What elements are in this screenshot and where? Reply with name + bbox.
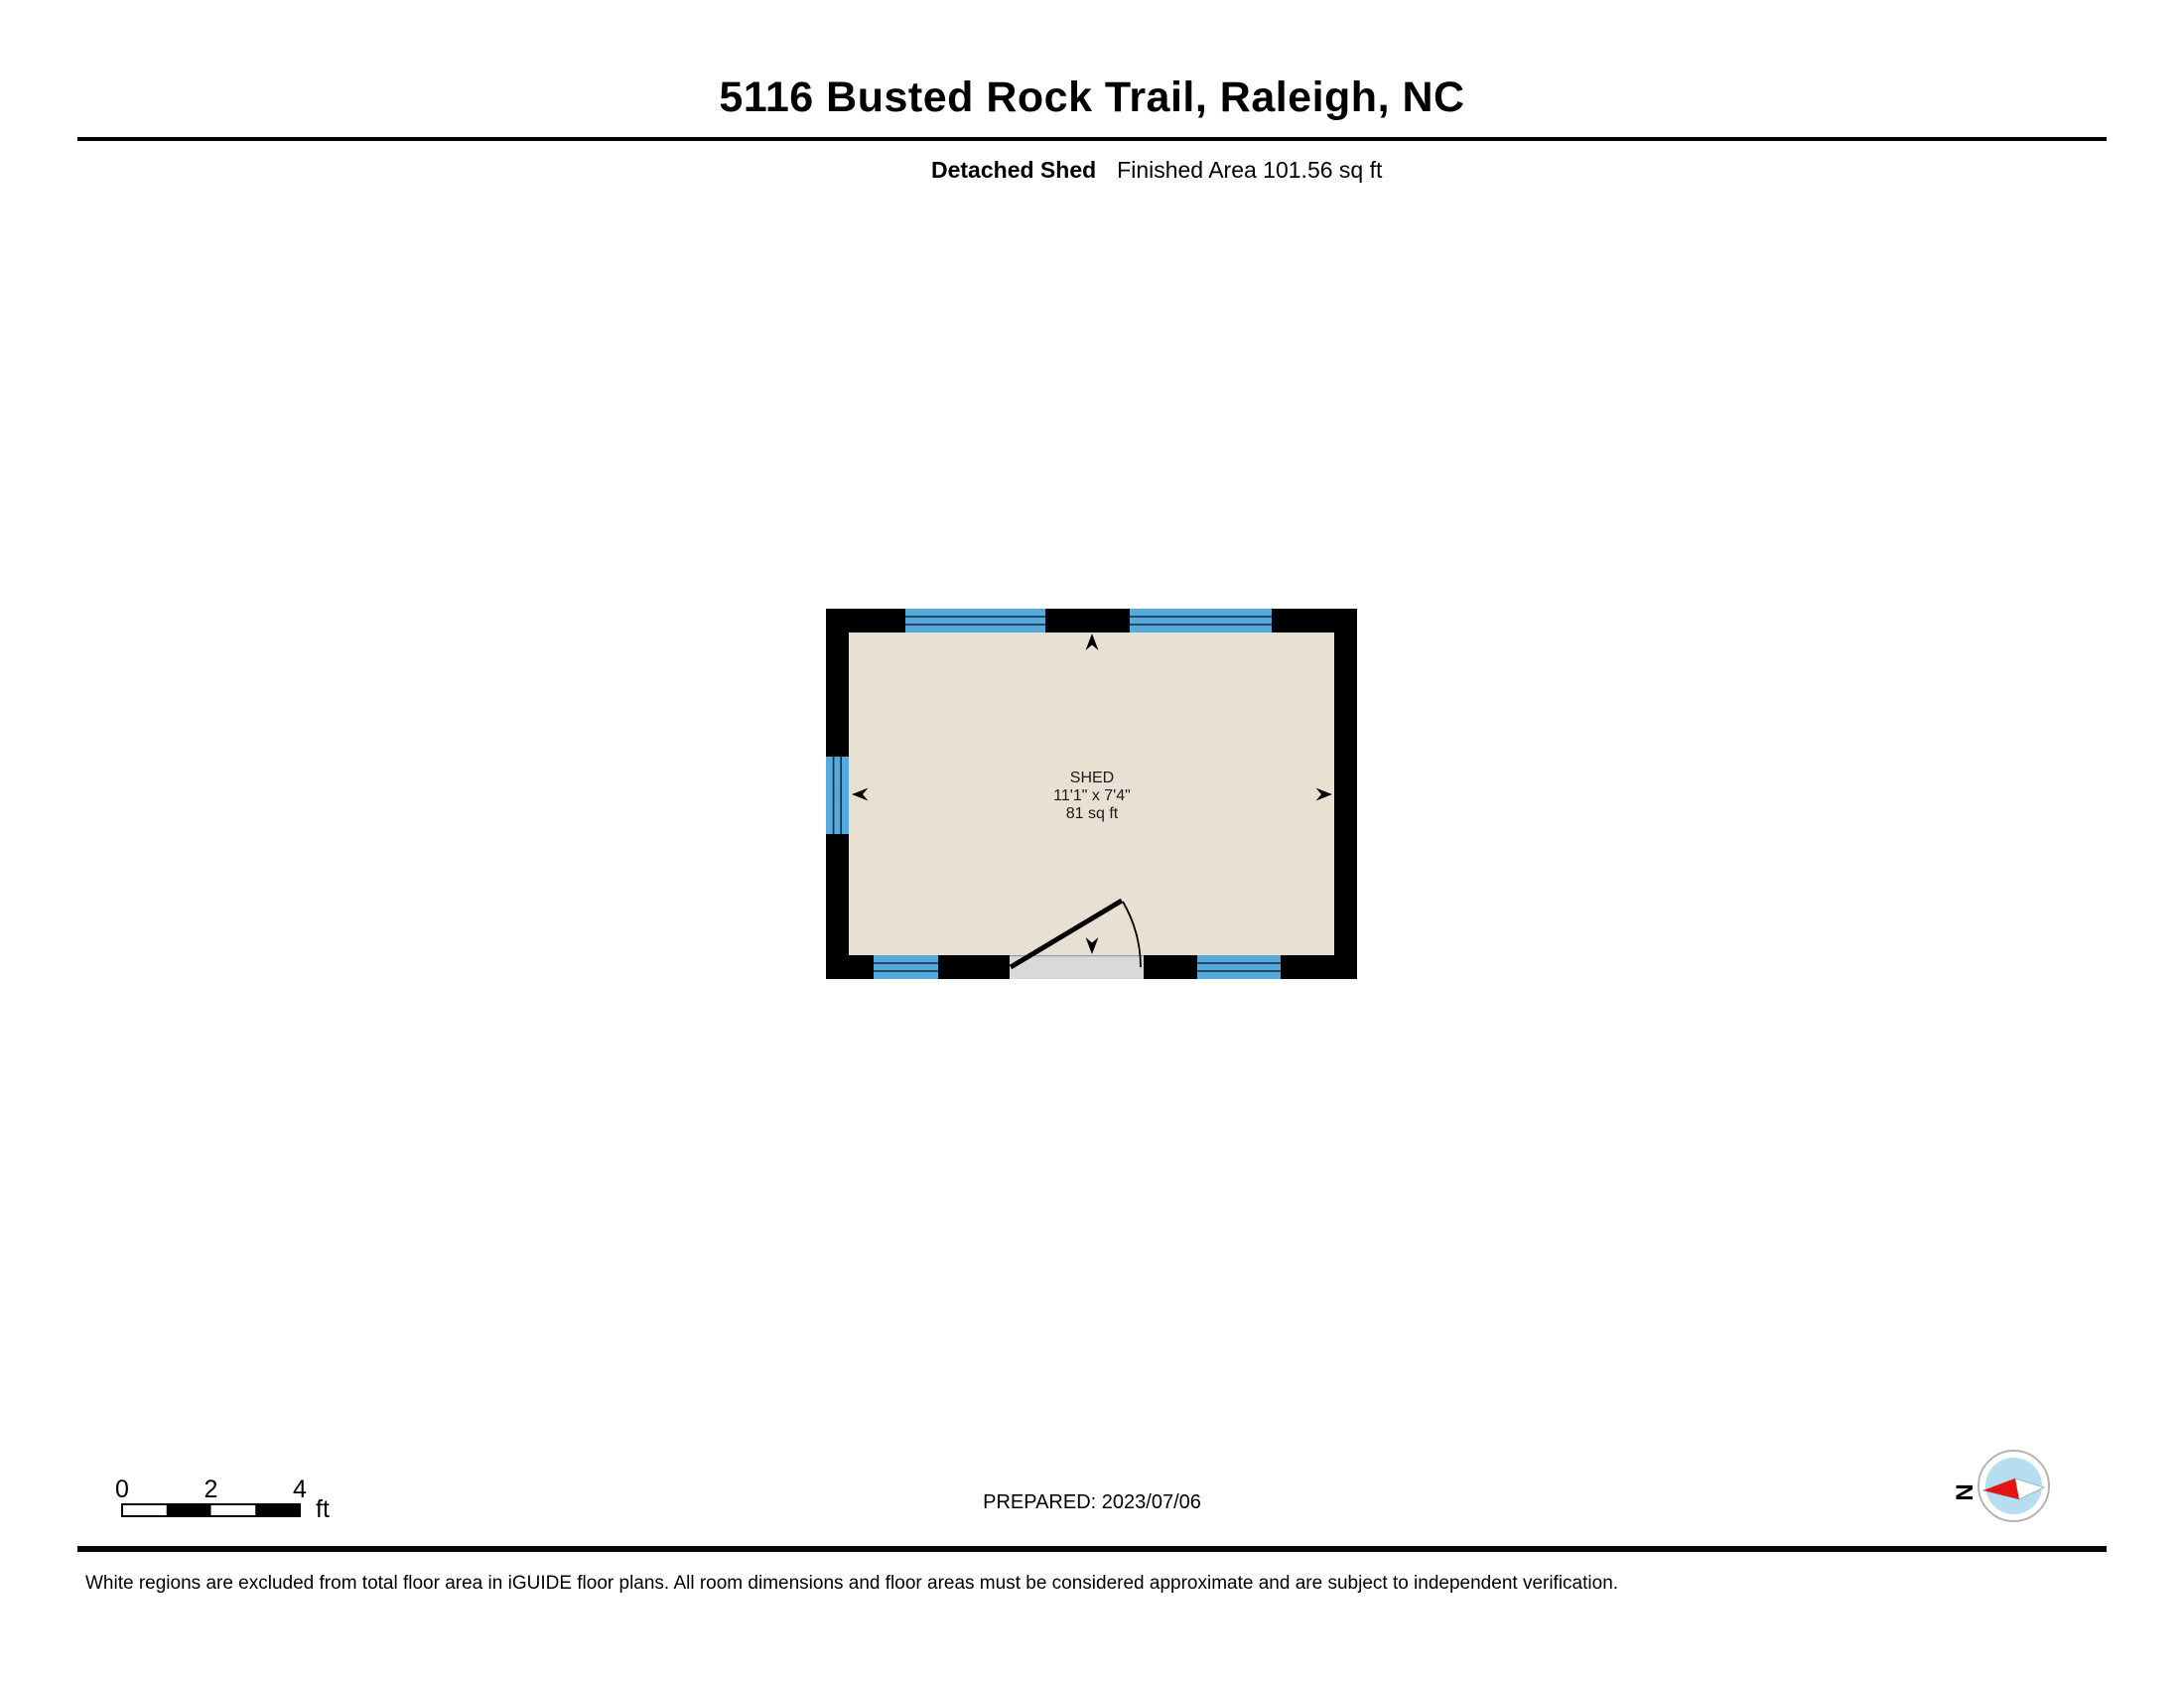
scale-bar-segment	[255, 1504, 300, 1516]
marker-arrow-down	[1085, 937, 1099, 954]
scale-tick-2: 2	[205, 1476, 218, 1503]
room-name-label: SHED	[1070, 770, 1114, 786]
scale-tick-4: 4	[293, 1476, 307, 1503]
scale-bar-segment	[166, 1504, 211, 1516]
marker-arrow-left	[852, 787, 869, 801]
compass-needle-north	[1983, 1478, 2019, 1499]
window-left	[826, 757, 849, 834]
prepared-date-label: PREPARED: 2023/07/06	[983, 1491, 1201, 1513]
window-top-right	[1130, 609, 1272, 633]
scale-unit-label: ft	[316, 1495, 330, 1523]
disclaimer-text: White regions are excluded from total fl…	[85, 1573, 1619, 1594]
scale-tick-0: 0	[115, 1476, 129, 1503]
floorplan: SHED 11'1" x 7'4" 81 sq ft	[826, 609, 1357, 979]
finished-area-label: Finished Area 101.56 sq ft	[1117, 157, 1383, 183]
room-area-label: 81 sq ft	[1066, 805, 1119, 822]
marker-arrow-right	[1315, 787, 1332, 801]
compass-north-label: N	[1952, 1483, 1979, 1500]
scale-bar: 0 2 4 ft	[115, 1476, 330, 1523]
door-swing-arc	[1122, 901, 1142, 968]
floor-area	[849, 633, 1334, 955]
floor-label: Detached Shed	[931, 157, 1097, 183]
window-bottom-left	[874, 955, 938, 979]
door-opening	[1010, 955, 1144, 979]
door-leaf	[1009, 898, 1124, 970]
footer-divider-line	[77, 1546, 2107, 1552]
room-dimensions-label: 11'1" x 7'4"	[1053, 787, 1131, 804]
window-bottom-right	[1197, 955, 1281, 979]
plan-subtitle: Detached Shed Finished Area 101.56 sq ft	[931, 157, 1382, 184]
page-title: 5116 Busted Rock Trail, Raleigh, NC	[719, 73, 1465, 121]
marker-arrow-up	[1085, 633, 1099, 650]
compass-icon: N	[1952, 1450, 2050, 1522]
window-top-left	[905, 609, 1045, 633]
header-divider-line	[77, 137, 2107, 141]
